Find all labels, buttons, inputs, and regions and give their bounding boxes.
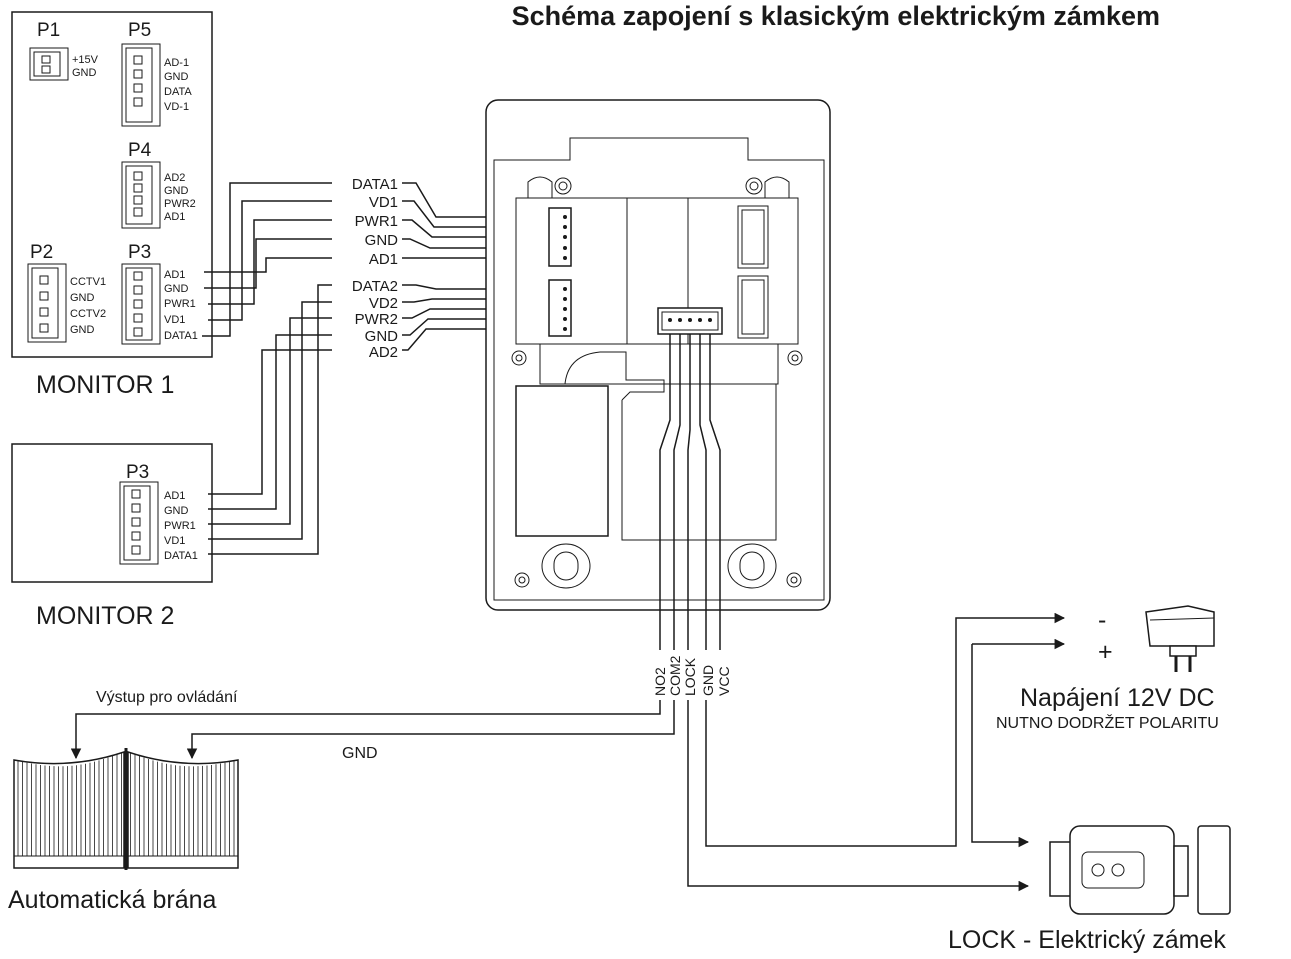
monitor-2-caption: MONITOR 2: [36, 602, 174, 630]
power-caption: Napájení 12V DC: [1020, 684, 1215, 712]
wire-label-vd2: VD2: [369, 295, 398, 312]
wire-label-vd1: VD1: [369, 194, 398, 211]
p1-pin-1: +15V: [72, 54, 99, 66]
terminal-lock: LOCK: [682, 657, 698, 696]
wire-label-gnd1: GND: [365, 232, 399, 249]
monitor-2-wires: [208, 284, 332, 555]
power-note: NUTNO DODRŽET POLARITU: [996, 713, 1219, 732]
p1-pin-2: GND: [72, 67, 97, 79]
p4-pin-3: PWR2: [164, 198, 196, 210]
p3-pin-3: PWR1: [164, 298, 196, 310]
gate-gnd-label: GND: [342, 745, 378, 762]
p3-pin-1: AD1: [164, 269, 185, 281]
m2-p3-pin-4: VD1: [164, 535, 185, 547]
p5-pin-2: GND: [164, 71, 189, 83]
p2-pin-3: CCTV2: [70, 308, 106, 320]
wire-label-data2: DATA2: [352, 278, 398, 295]
p4-pin-2: GND: [164, 185, 189, 197]
power-adapter-icon: [1145, 605, 1215, 672]
gate-control-wire: [70, 700, 661, 760]
p3-connector: [121, 263, 161, 345]
lock-wire: [687, 700, 1030, 892]
wire-label-ad2: AD2: [369, 344, 398, 361]
p2-label: P2: [30, 242, 53, 263]
lock-caption: LOCK - Elektrický zámek: [948, 926, 1226, 954]
wire-label-data1: DATA1: [352, 176, 398, 193]
terminal-gnd: GND: [700, 665, 716, 696]
p5-label: P5: [128, 20, 151, 41]
p1-connector: [29, 47, 69, 81]
p2-pin-4: GND: [70, 324, 95, 336]
terminal-no2: NO2: [652, 667, 668, 696]
p5-pin-3: DATA: [164, 86, 192, 98]
electric-lock-icon: [1049, 825, 1231, 915]
terminal-wires: [659, 334, 721, 650]
m2-p3-connector: [119, 481, 159, 565]
p4-pin-1: AD2: [164, 172, 185, 184]
p4-connector: [121, 161, 161, 229]
gate-control-label: Výstup pro ovládání: [96, 689, 238, 706]
p3-pin-2: GND: [164, 283, 189, 295]
monitor-2-board: P3 AD1 GND PWR1 VD1 DATA1: [11, 443, 213, 583]
terminal-com2: COM2: [667, 655, 683, 696]
lock-plus-wire: [971, 644, 1030, 848]
diagram-title: Schéma zapojení s klasickým elektrickým …: [512, 1, 1160, 31]
m2-p3-pin-3: PWR1: [164, 520, 196, 532]
wire-label-pwr2: PWR2: [355, 311, 398, 328]
p4-label: P4: [128, 140, 152, 161]
wire-label-gnd2: GND: [365, 328, 399, 345]
p1-label: P1: [37, 20, 60, 41]
wire-label-pwr1: PWR1: [355, 213, 398, 230]
monitor-1-wires: [202, 182, 332, 337]
p2-connector: [27, 263, 67, 343]
gate-icon: [13, 748, 239, 870]
p4-pin-4: AD1: [164, 211, 185, 223]
gate-caption: Automatická brána: [8, 886, 217, 914]
p5-pin-4: VD-1: [164, 101, 189, 113]
p3-pin-4: VD1: [164, 314, 185, 326]
terminal-vcc: VCC: [716, 666, 732, 696]
monitor-1-board: P1 +15V GND P5 AD-1 GND DATA VD-1 P4: [11, 11, 213, 358]
p2-pin-2: GND: [70, 292, 95, 304]
wire-label-ad1: AD1: [369, 251, 398, 268]
gate-gnd-wire: [186, 700, 675, 760]
m2-p3-label: P3: [126, 462, 149, 483]
power-minus-label: -: [1098, 606, 1106, 634]
p3-pin-5: DATA1: [164, 330, 198, 342]
p5-pin-1: AD-1: [164, 57, 189, 69]
power-plus-label: +: [1098, 638, 1113, 666]
power-minus-wire: [705, 612, 1066, 847]
monitor-1-caption: MONITOR 1: [36, 371, 174, 399]
m2-p3-pin-1: AD1: [164, 490, 185, 502]
m2-p3-pin-5: DATA1: [164, 550, 198, 562]
m2-p3-pin-2: GND: [164, 505, 189, 517]
p5-connector: [121, 43, 161, 127]
p3-label: P3: [128, 242, 151, 263]
door-station: [485, 99, 831, 611]
p2-pin-1: CCTV1: [70, 276, 106, 288]
